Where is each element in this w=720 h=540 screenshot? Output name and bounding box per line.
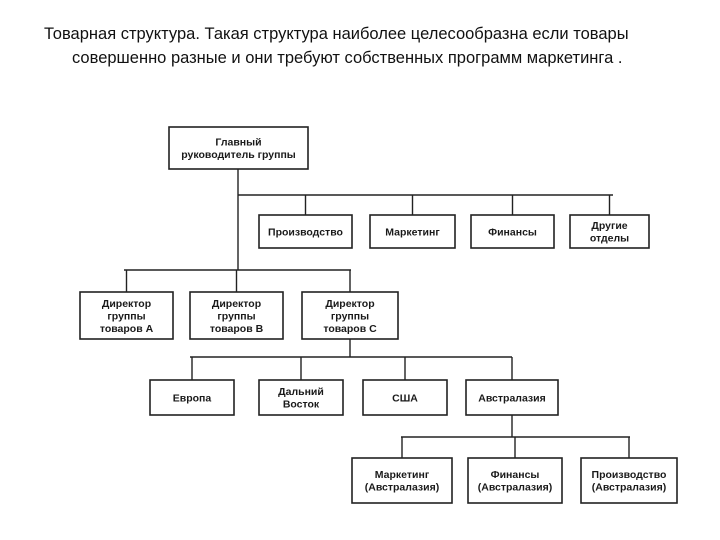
- region-far-east-box-label: Дальний: [278, 386, 324, 398]
- production-box-frame: [258, 214, 353, 249]
- australasia-production-box-label: Производство: [592, 469, 667, 481]
- slide-caption: Товарная структура. Такая структура наиб…: [30, 22, 690, 70]
- director-group-c-box-label: товаров С: [323, 323, 377, 335]
- australasia-finance-box-label: (Австралазия): [478, 482, 552, 494]
- region-far-east-box-label: Восток: [283, 399, 320, 411]
- region-europe-box-label: Европа: [173, 392, 212, 404]
- other-departments-box-label: Другие: [591, 220, 627, 232]
- director-group-b-box-label: товаров В: [210, 323, 264, 335]
- australasia-production-box: Производство(Австралазия): [580, 457, 678, 504]
- region-europe-box-frame: [149, 379, 235, 416]
- director-group-a-box-label: группы: [107, 310, 145, 322]
- australasia-finance-box-label: Финансы: [491, 469, 540, 481]
- caption-line-2: совершенно разные и они требуют собствен…: [72, 49, 623, 67]
- region-usa-box: США: [362, 379, 448, 416]
- production-box-label: Производство: [268, 226, 343, 238]
- head-of-group-box-frame: [168, 126, 309, 170]
- director-group-b-box-frame: [189, 291, 284, 340]
- australasia-marketing-box: Маркетинг(Австралазия): [351, 457, 453, 504]
- australasia-marketing-box-label: Маркетинг: [375, 469, 430, 481]
- director-group-c-box-label: группы: [331, 310, 369, 322]
- australasia-production-box-label: (Австралазия): [592, 482, 666, 494]
- marketing-box-frame: [369, 214, 456, 249]
- australasia-marketing-box-frame: [351, 457, 453, 504]
- head-of-group-box-label: руководитель группы: [181, 149, 296, 161]
- finance-box-label: Финансы: [488, 226, 537, 238]
- production-box: Производство: [258, 214, 353, 249]
- director-group-c-box-label: Директор: [325, 298, 374, 310]
- region-australasia-box-label: Австралазия: [478, 392, 545, 404]
- region-australasia-box: Австралазия: [465, 379, 559, 416]
- region-far-east-box-frame: [258, 379, 344, 416]
- director-group-b-box-label: Директор: [212, 298, 261, 310]
- region-usa-box-frame: [362, 379, 448, 416]
- other-departments-box-frame: [569, 214, 650, 249]
- australasia-finance-box: Финансы(Австралазия): [467, 457, 563, 504]
- connector-lines: [124, 169, 630, 458]
- finance-box-frame: [470, 214, 555, 249]
- region-australasia-box-frame: [465, 379, 559, 416]
- australasia-production-box-frame: [580, 457, 678, 504]
- director-group-a-box-label: товаров А: [100, 323, 154, 335]
- head-of-group-box-label: Главный: [215, 137, 261, 149]
- director-group-a-box-frame: [79, 291, 174, 340]
- caption-line-1: Товарная структура. Такая структура наиб…: [44, 25, 629, 43]
- region-usa-box-label: США: [392, 392, 418, 404]
- other-departments-box-label: отделы: [590, 233, 629, 245]
- australasia-marketing-box-label: (Австралазия): [365, 482, 439, 494]
- director-group-a-box-label: Директор: [102, 298, 151, 310]
- director-group-b-box-label: группы: [217, 310, 255, 322]
- marketing-box: Маркетинг: [369, 214, 456, 249]
- marketing-box-label: Маркетинг: [385, 226, 440, 238]
- director-group-c-box-frame: [301, 291, 399, 340]
- australasia-finance-box-frame: [467, 457, 563, 504]
- finance-box: Финансы: [470, 214, 555, 249]
- region-europe-box: Европа: [149, 379, 235, 416]
